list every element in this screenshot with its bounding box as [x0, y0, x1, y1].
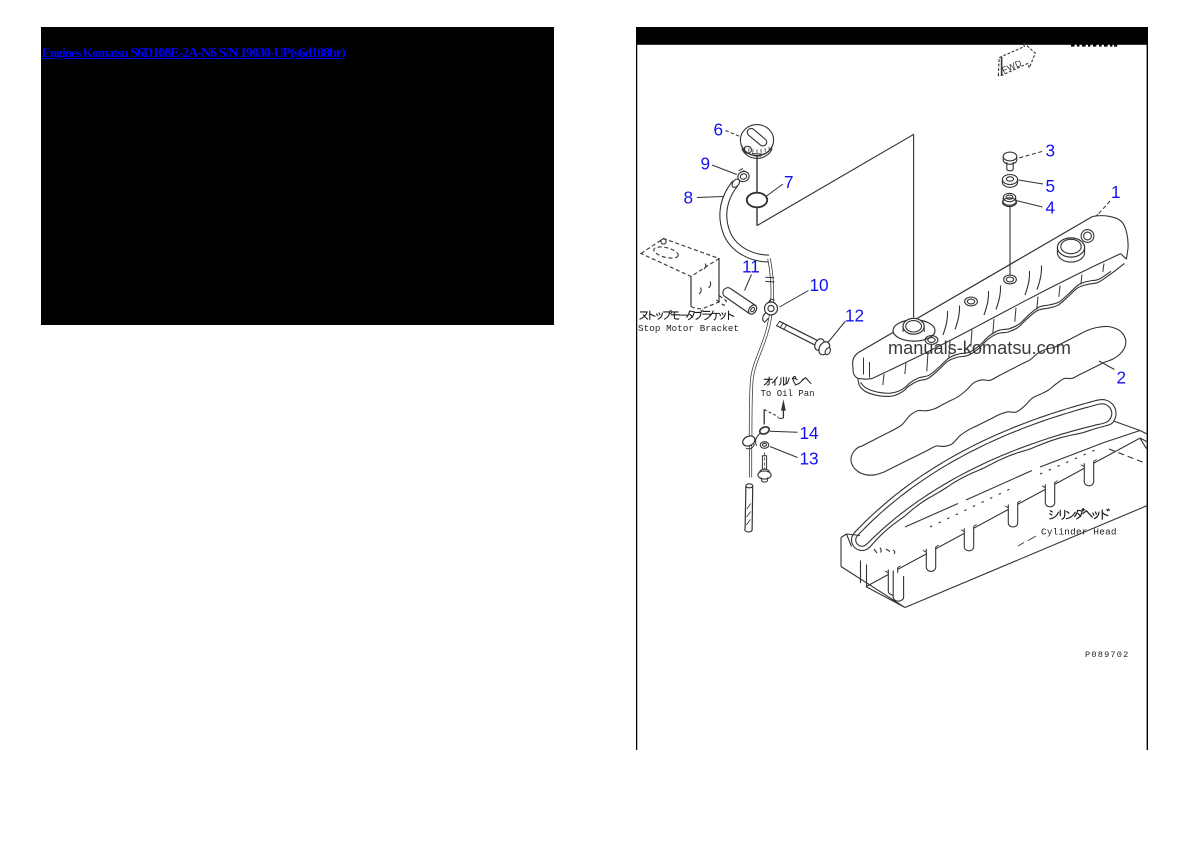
svg-text:6: 6	[714, 120, 724, 140]
svg-text:12: 12	[845, 306, 864, 326]
svg-text:To Oil Pan: To Oil Pan	[761, 389, 815, 399]
svg-text:FWD: FWD	[1000, 58, 1023, 76]
svg-text:7: 7	[784, 172, 794, 192]
svg-text:Cylinder Head: Cylinder Head	[1041, 527, 1117, 538]
svg-text:Stop Motor Bracket: Stop Motor Bracket	[638, 323, 739, 334]
svg-text:1: 1	[1111, 182, 1121, 202]
svg-text:11: 11	[742, 257, 760, 277]
svg-text:3: 3	[1046, 141, 1056, 161]
svg-text:5: 5	[1046, 176, 1056, 196]
svg-text:13: 13	[800, 449, 819, 469]
svg-text:14: 14	[800, 423, 820, 443]
svg-text:2: 2	[1117, 368, 1127, 388]
svg-text:P089702: P089702	[1085, 650, 1130, 660]
svg-text:manuals-komatsu.com: manuals-komatsu.com	[888, 338, 1071, 358]
svg-text:4: 4	[1046, 198, 1056, 218]
svg-text:9: 9	[701, 154, 711, 174]
svg-text:10: 10	[810, 275, 829, 295]
svg-text:8: 8	[684, 188, 694, 208]
